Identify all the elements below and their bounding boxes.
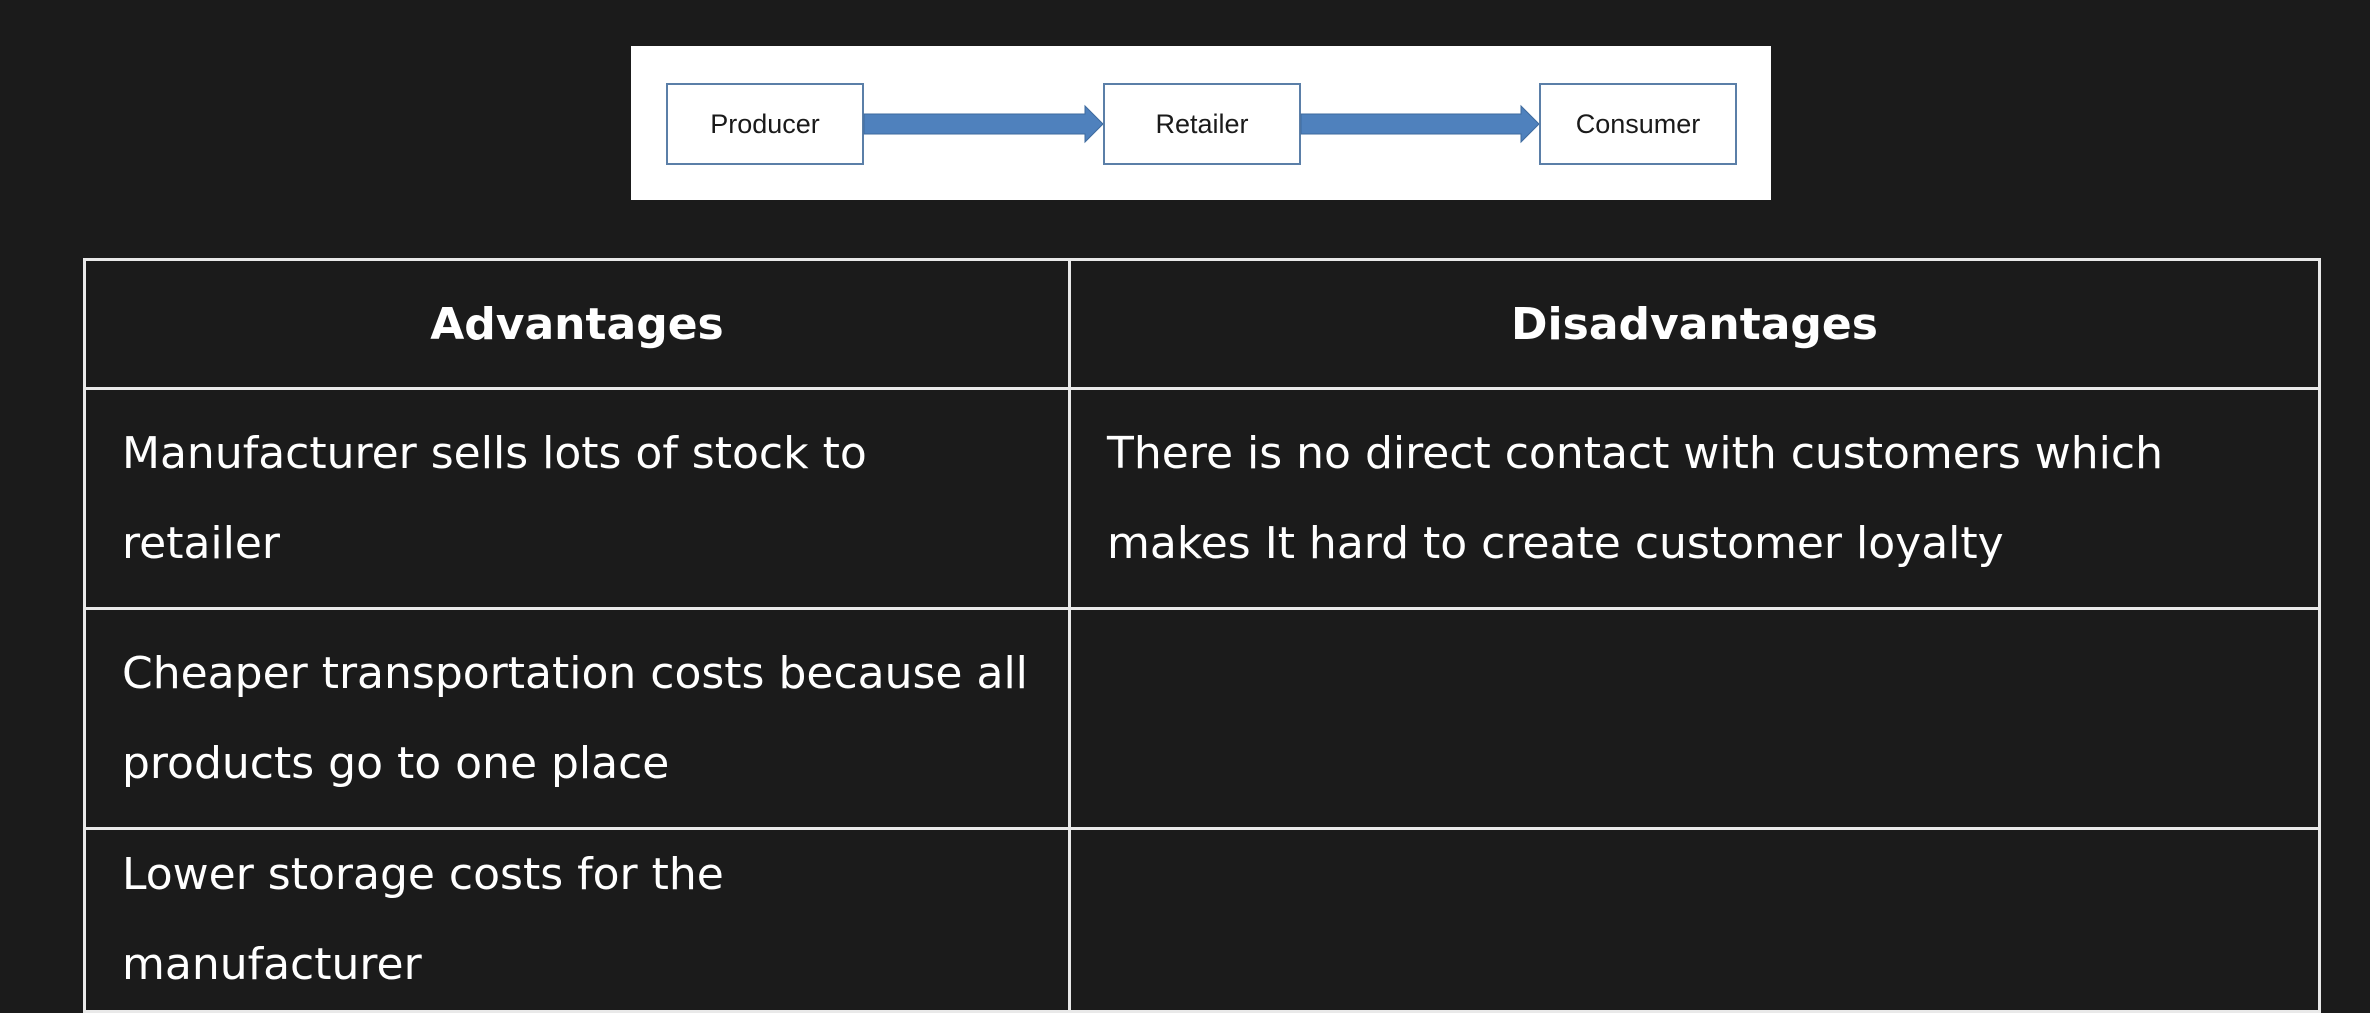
table-row: Manufacturer sells lots of stock to reta…	[83, 387, 2321, 610]
arrow-right-icon	[863, 104, 1104, 144]
diagram-node-retailer: Retailer	[1103, 83, 1301, 165]
disadvantage-cell	[1068, 827, 2321, 1013]
advantages-disadvantages-table: Advantages Disadvantages Manufacturer se…	[83, 258, 2321, 1013]
table-row: Lower storage costs for the manufacturer	[83, 827, 2321, 1013]
advantage-cell: Lower storage costs for the manufacturer	[83, 827, 1071, 1013]
disadvantage-cell	[1068, 607, 2321, 830]
header-advantages: Advantages	[83, 258, 1071, 390]
disadvantage-cell: There is no direct contact with customer…	[1068, 387, 2321, 610]
advantage-cell: Manufacturer sells lots of stock to reta…	[83, 387, 1071, 610]
arrow-right-icon	[1300, 104, 1540, 144]
table-header-row: Advantages Disadvantages	[83, 258, 2321, 390]
diagram-node-consumer: Consumer	[1539, 83, 1737, 165]
distribution-chain-diagram: Producer Retailer Consumer	[631, 46, 1771, 200]
table-row: Cheaper transportation costs because all…	[83, 607, 2321, 830]
diagram-node-producer: Producer	[666, 83, 864, 165]
header-disadvantages: Disadvantages	[1068, 258, 2321, 390]
advantage-cell: Cheaper transportation costs because all…	[83, 607, 1071, 830]
